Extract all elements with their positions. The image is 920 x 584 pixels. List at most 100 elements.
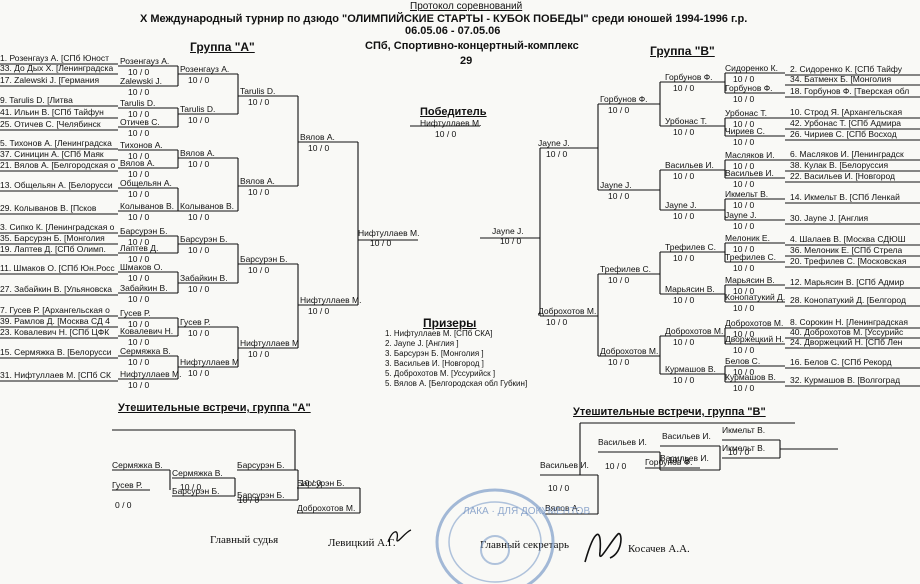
- group_a-r1-name: Тихонов А.: [120, 140, 163, 150]
- group-a-entry: 21. Вялов А. [Белгородская о: [0, 160, 116, 170]
- bout-score: 10 / 0: [668, 455, 690, 465]
- group-a-entry: 37. Синицин А. [СПб Маяк: [0, 149, 104, 159]
- group_a-r3-name: Нифтуллаев М: [240, 338, 300, 348]
- bout-score: 10 / 0: [733, 221, 755, 231]
- prize-item: 3. Барсурэн Б. [Монголия ]: [385, 349, 484, 358]
- prize-item: 5. Доброхотов М. [Уссурийск ]: [385, 369, 496, 378]
- tournament-venue: СПб, Спортивно-концертный-комплекс: [365, 40, 579, 52]
- group_b-r1-name: Марьясин В.: [725, 275, 775, 285]
- group-a-entry: 27. Забайкин В. [Ульяновска: [0, 284, 113, 294]
- winner-title: Победитель: [420, 106, 487, 118]
- secretary-signature: [584, 532, 622, 563]
- bout-score: 10 / 0: [308, 306, 330, 316]
- bout-score: 10 / 0: [128, 169, 150, 179]
- prize-item: 1. Нифтуллаев М. [СПб СКА]: [385, 329, 493, 338]
- bout-score: 10 / 0: [733, 303, 755, 313]
- group-a-entry: 23. Ковалевич Н. [СПб ЦФК: [0, 327, 110, 337]
- group_a-r2-name: Tarulis D.: [180, 104, 216, 114]
- group_b-r4-name: Jayne J.: [538, 138, 570, 148]
- group_a-r3-name: Tarulis D.: [240, 86, 276, 96]
- group-a-entry: 31. Нифтуллаев М. [СПб СК: [0, 370, 111, 380]
- bout-score: 10 / 0: [248, 349, 270, 359]
- cons-b-name: Васильев И.: [662, 431, 711, 441]
- bout-score: 10 / 0: [733, 286, 755, 296]
- group-b-entry: 24. Дворжецкий Н. [СПб Лен: [790, 337, 903, 347]
- bout-score: 10 / 0: [728, 447, 750, 457]
- group_b-r1-name: Урбонас Т.: [725, 108, 767, 118]
- group_a-r1-name: Сермяжка В.: [120, 346, 171, 356]
- cons-b-name: Икмельт В.: [722, 425, 766, 435]
- group-b-entry: 30. Jayne J. [Англия: [790, 213, 869, 223]
- bout-score: 10 / 0: [128, 319, 150, 329]
- bout-score: 10 / 0: [188, 212, 210, 222]
- bout-score: 10 / 0: [128, 109, 150, 119]
- group-a-entry: 35. Барсурэн Б. [Монголия: [0, 233, 105, 243]
- bout-score: 10 / 0: [188, 75, 210, 85]
- bout-score: 10 / 0: [548, 483, 570, 493]
- bout-score: 10 / 0: [128, 337, 150, 347]
- cons-b-name: Васильев И.: [660, 453, 709, 463]
- cons-b-name: Икмельт В.: [722, 443, 766, 453]
- group_b-r2-name: Доброхотов М.: [665, 326, 724, 336]
- group-b-entry: 16. Белов С. [СПб Рекорд: [790, 357, 892, 367]
- bout-score: 10 / 0: [733, 200, 755, 210]
- group_a-r1-name: Шмаков О.: [120, 262, 163, 272]
- bout-score: 10 / 0: [733, 263, 755, 273]
- bout-score: 10 / 0: [188, 159, 210, 169]
- bout-score: 10 / 0: [608, 105, 630, 115]
- group_a-r1-name: Нифтуллаев М.: [120, 369, 182, 379]
- group-a-entry: 15. Сермяжка В. [Белорусси: [0, 347, 112, 357]
- group_a-r1-name: Zalewski J.: [120, 76, 163, 86]
- cons-a-name: Барсурэн Б.: [172, 486, 220, 496]
- group_b-r1-name: Горбунов Ф.: [725, 83, 773, 93]
- winner-score: 10 / 0: [435, 129, 457, 139]
- group_a-r2-name: Забайкин В.: [180, 273, 228, 283]
- bout-score: 10 / 0: [733, 119, 755, 129]
- group_b-r2-name: Васильев И.: [665, 160, 714, 170]
- group_a-r1-name: Гусев Р.: [120, 308, 151, 318]
- group-b-entry: 20. Трефилев С. [Московская: [790, 256, 907, 266]
- group-b-entry: 22. Васильев И. [Новгород: [790, 171, 896, 181]
- group_a-r4-name: Нифтуллаев М.: [300, 295, 362, 305]
- bout-score: 10 / 0: [546, 149, 568, 159]
- bout-score: 10 / 0: [238, 495, 260, 505]
- winner-name: Нифтуллаев М.: [420, 118, 482, 128]
- group-a-entry: 17. Zalewski J. [Германия: [0, 75, 100, 85]
- prize-item: 3. Васильев И. [Новгород ]: [385, 359, 484, 368]
- group_b-r3-name: Горбунов Ф.: [600, 94, 648, 104]
- group_b-r3-name: Доброхотов М.: [600, 346, 659, 356]
- bout-score: 10 / 0: [300, 478, 322, 488]
- group_b-r1-name: Jayne J.: [725, 210, 757, 220]
- bout-score: 10 / 0: [128, 151, 150, 161]
- group_b-r4-name: Доброхотов М.: [538, 306, 597, 316]
- group_a-r2-name: Гусев Р.: [180, 317, 211, 327]
- cons-b-name: Васильев И.: [598, 437, 647, 447]
- group-a-entry: 29. Колыванов В. [Псков: [0, 203, 97, 213]
- group-b-entry: 18. Горбунов Ф. [Тверская обл: [790, 86, 910, 96]
- bout-score: 10 / 0: [733, 383, 755, 393]
- group-a-title: Группа "А": [190, 40, 255, 54]
- group_b-r1-name: Сидоренко К.: [725, 63, 778, 73]
- group_a-r2-name: Барсурэн Б.: [180, 234, 228, 244]
- bout-score: 10 / 0: [248, 97, 270, 107]
- group-b-entry: 10. Строд Я. [Архангельская: [790, 107, 903, 117]
- bout-score: 10 / 0: [608, 191, 630, 201]
- group-a-entry: 41. Ильин В. [СПб Тайфун: [0, 107, 104, 117]
- group-b-entry: 14. Икмельт В. [СПб Ленкай: [790, 192, 900, 202]
- doc-type: Протокол соревнований: [410, 1, 523, 12]
- bout-score: 10 / 0: [733, 161, 755, 171]
- bout-score: 10 / 0: [128, 87, 150, 97]
- group-b-final-name: Jayne J.: [492, 226, 524, 236]
- group_b-r3-name: Jayne J.: [600, 180, 632, 190]
- cons-b-title: Утешительные встречи, группа "В": [573, 406, 766, 418]
- judge-name: Левицкий А.Г.: [328, 537, 396, 549]
- group_a-r2-name: Колыванов В.: [180, 201, 235, 211]
- bout-score: 10 / 0: [733, 367, 755, 377]
- cons-b-name: Горбунов Ф.: [645, 457, 693, 467]
- svg-text:ЛАКА · ДЛЯ ДОКУМЕНТОВ: ЛАКА · ДЛЯ ДОКУМЕНТОВ: [463, 506, 590, 517]
- group_b-r2-name: Горбунов Ф.: [665, 72, 713, 82]
- group_b-r1-name: Васильев И.: [725, 168, 774, 178]
- bout-score: 10 / 0: [608, 275, 630, 285]
- group_b-r2-name: Jayne J.: [665, 200, 697, 210]
